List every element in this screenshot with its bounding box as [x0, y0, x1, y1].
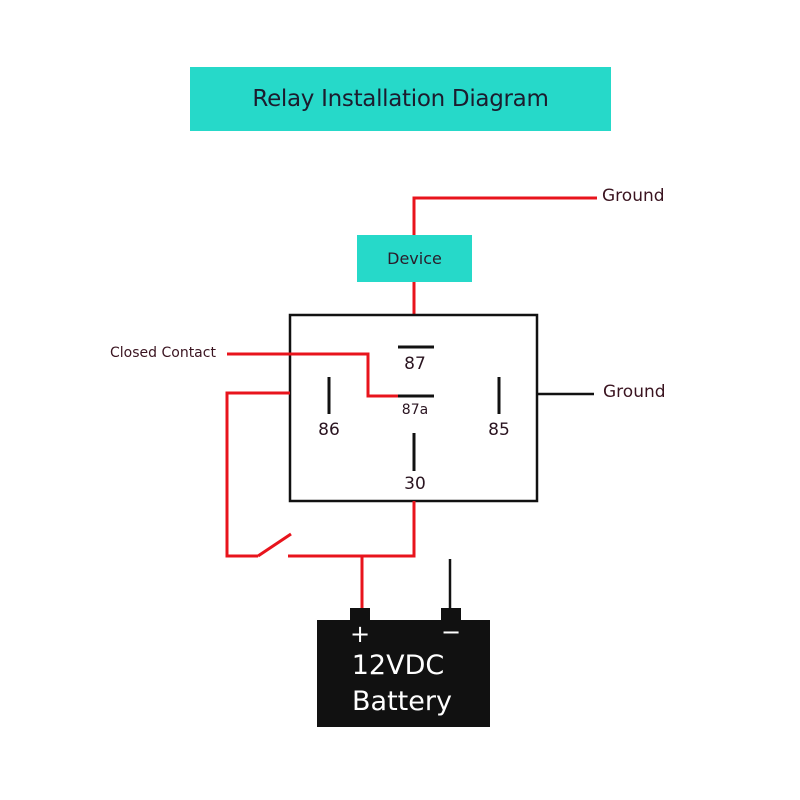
battery-minus-sign: −: [440, 618, 462, 646]
pin-87-label: 87: [404, 354, 426, 374]
wire-closed-contact: [227, 352, 398, 398]
battery-name: Battery: [352, 686, 452, 717]
pin-87a-label: 87a: [401, 402, 429, 418]
pin-85-label: 85: [488, 420, 510, 440]
ground-label-right: Ground: [603, 382, 666, 402]
wire-device-to-ground: [412, 196, 597, 235]
battery-positive-terminal: [350, 608, 370, 622]
battery-voltage: 12VDC: [351, 650, 445, 681]
wire-switch-to-pin30: [288, 501, 416, 558]
diagram-title: Relay Installation Diagram: [252, 86, 549, 112]
device-label: Device: [387, 249, 442, 268]
battery-body: [317, 620, 490, 727]
closed-contact-label: Closed Contact: [110, 345, 216, 361]
title-banner: Relay Installation Diagram: [190, 67, 611, 131]
battery-plus-sign: +: [349, 620, 371, 648]
pin-86-label: 86: [318, 420, 340, 440]
wire-pin86-loop: [225, 391, 290, 558]
ground-label-top: Ground: [602, 186, 665, 206]
switch-lever: [257, 532, 292, 558]
device-box: Device: [357, 235, 472, 282]
battery-negative-terminal: [441, 608, 461, 622]
pin-30-label: 30: [404, 474, 426, 494]
